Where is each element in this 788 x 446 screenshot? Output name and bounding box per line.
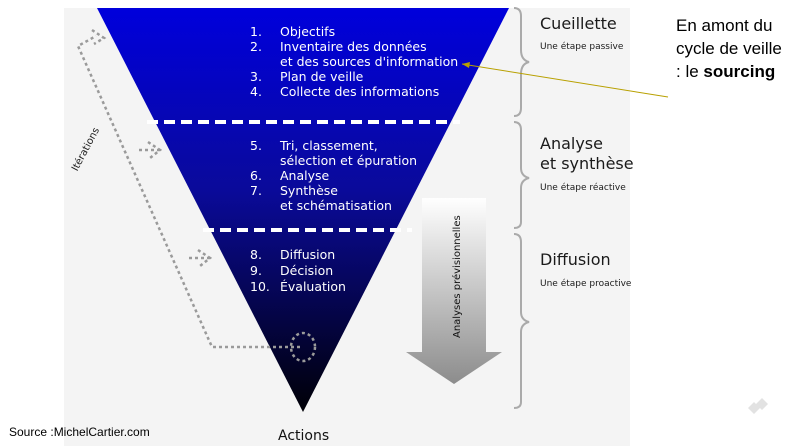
list-item: 4.Collecte des informations <box>250 84 440 99</box>
list-item: 3.Plan de veille <box>250 69 364 84</box>
list-item: 6.Analyse <box>250 168 330 183</box>
sourcing-callout: En amont du cycle de veille : le sourcin… <box>676 16 782 81</box>
analyses-label: Analyses prévisionnelles <box>452 215 463 338</box>
list-item: sélection et épuration <box>280 153 418 168</box>
list-analyse: 5.Tri, classement, sélection et épuratio… <box>250 138 417 213</box>
actions-label: Actions <box>278 428 330 444</box>
list-item: 1.Objectifs <box>250 24 336 39</box>
stage-title-analyse: Analyse et synthèse <box>540 134 634 173</box>
list-item: 5.Tri, classement, <box>250 138 378 153</box>
list-cueillette: 1.Objectifs 2.Inventaire des données et … <box>250 24 458 99</box>
iterations-path <box>76 34 300 349</box>
list-item: 8.Diffusion <box>250 247 336 262</box>
callout-bold: sourcing <box>703 62 776 81</box>
list-item: 10.Évaluation <box>250 279 346 294</box>
iter-arrowhead-1 <box>91 28 107 46</box>
callout-pointer <box>461 63 669 98</box>
stage-subtitle-diffusion: Une étape proactive <box>540 279 632 289</box>
bracket-diffusion <box>513 233 530 409</box>
list-diffusion: 8.Diffusion 9.Décision 10.Évaluation <box>250 247 346 295</box>
iterations-loop <box>289 331 317 363</box>
stage-title-diffusion: Diffusion <box>540 250 611 269</box>
bracket-cueillette <box>513 7 530 117</box>
iter-arrowhead-2 <box>147 140 163 159</box>
stage-title-cueillette: Cueillette <box>540 14 617 33</box>
stage-subtitle-analyse: Une étape réactive <box>540 183 626 193</box>
list-item: 9.Décision <box>250 263 334 278</box>
bracket-analyse <box>513 121 530 229</box>
list-item: 7.Synthèse <box>250 183 338 198</box>
source-credit: Source :MichelCartier.com <box>9 425 150 439</box>
list-item: et schématisation <box>280 198 392 213</box>
list-item: et des sources d'information <box>280 54 459 69</box>
list-item: 2.Inventaire des données <box>250 39 427 54</box>
iter-arrowhead-3 <box>197 248 213 267</box>
funnel-shape <box>97 8 509 412</box>
stage-subtitle-cueillette: Une étape passive <box>540 42 624 52</box>
analyses-arrow <box>406 198 502 384</box>
corner-mark <box>748 398 768 414</box>
